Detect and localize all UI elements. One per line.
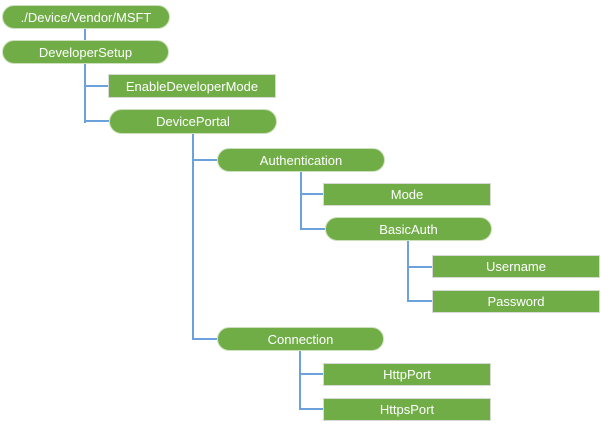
connector-line [193,159,217,161]
connector-line [193,338,217,340]
connector-line [300,373,323,375]
node-httpsport: HttpsPort [323,398,491,421]
node-developersetup: DeveloperSetup [2,40,169,64]
node-username: Username [432,255,600,278]
node-password: Password [432,290,600,313]
node-label: Connection [267,331,334,347]
node-device-vendor-msft: ./Device/Vendor/MSFT [2,5,170,29]
node-label: DevicePortal [156,114,230,129]
connector-line [300,172,302,230]
node-basicauth: BasicAuth [325,217,492,241]
connector-line [192,134,194,340]
connector-line [408,300,432,302]
node-httpport: HttpPort [323,363,491,386]
connector-line [85,85,108,87]
node-label: ./Device/Vendor/MSFT [20,9,152,25]
node-label: Username [486,259,546,274]
node-label: DeveloperSetup [38,44,133,60]
connector-line [84,29,86,40]
connector-line [301,193,323,195]
connector-line [408,266,432,268]
connector-line [300,408,323,410]
node-enabledevelopermode: EnableDeveloperMode [108,74,276,98]
node-label: HttpPort [383,367,431,382]
node-connection: Connection [217,327,384,351]
connector-line [85,120,109,122]
node-label: Password [487,294,545,309]
node-label: HttpsPort [379,402,435,417]
node-deviceportal: DevicePortal [109,109,277,134]
node-authentication: Authentication [217,148,385,172]
node-label: Mode [390,187,424,202]
node-mode: Mode [323,183,491,206]
node-label: Authentication [259,152,343,168]
connector-line [84,64,86,123]
connector-line [299,351,301,410]
connector-line [301,228,325,230]
node-label: BasicAuth [379,221,438,237]
node-label: EnableDeveloperMode [125,78,259,94]
connector-line [407,241,409,302]
